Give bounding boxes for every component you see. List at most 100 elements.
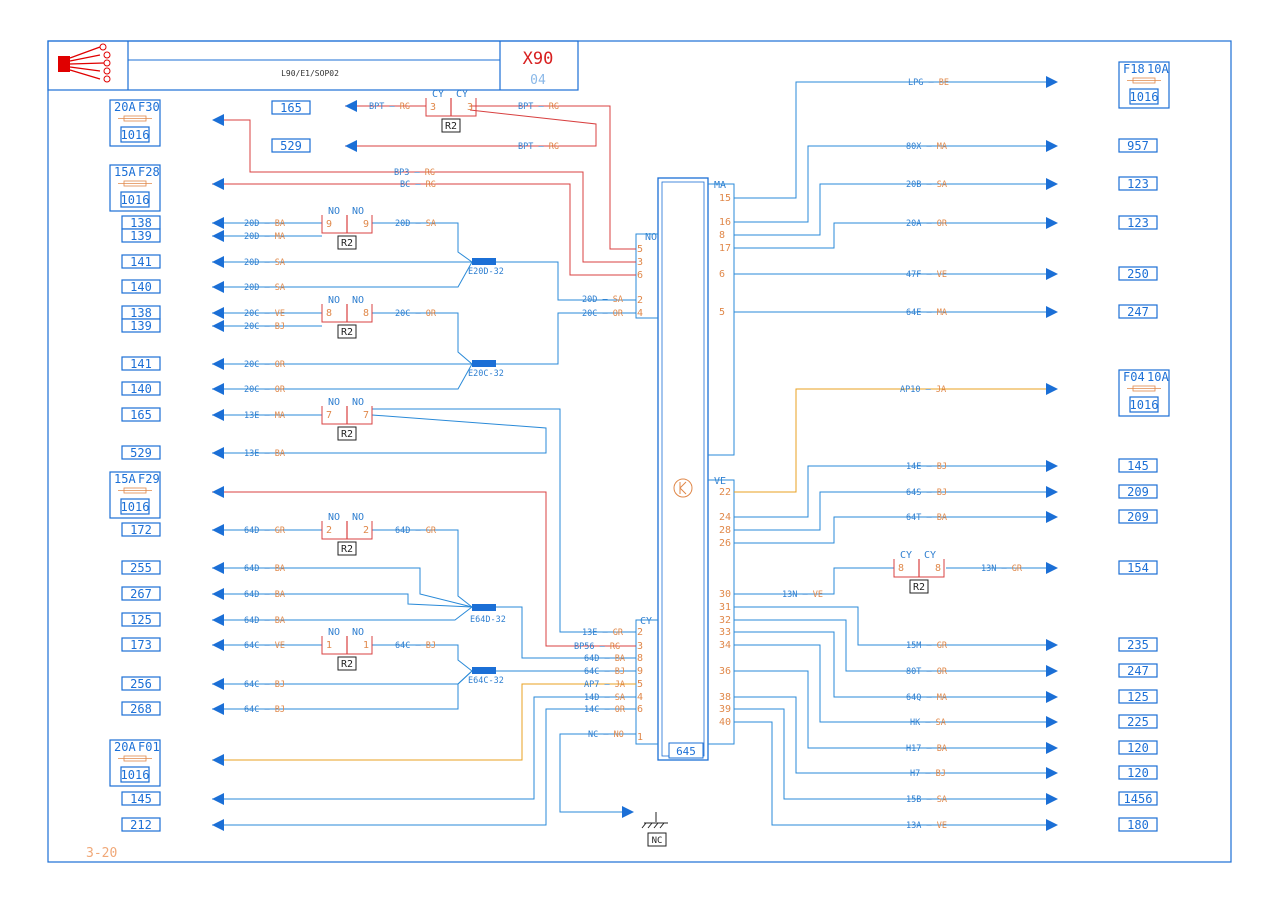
arrow-icon: [212, 281, 224, 293]
left-ref-box: 141: [121, 254, 161, 269]
arrow-icon: [1046, 76, 1058, 88]
wire-code: 64D: [244, 616, 259, 626]
ref-number: 172: [130, 523, 152, 537]
arrow-icon: [212, 320, 224, 332]
svg-text:13E — GR: 13E — GR: [582, 628, 624, 638]
wire-color: VE: [813, 590, 823, 600]
wire-label: 20C — OR: [395, 309, 437, 319]
group-ma-label: MA: [714, 180, 726, 191]
wire-label: 47F — VE: [906, 270, 947, 280]
wire-code: 20B: [906, 180, 921, 190]
pin-number: 15: [719, 193, 731, 204]
right-ref-box: 250: [1118, 266, 1158, 281]
wire-code: 14D: [584, 693, 599, 703]
splice-label: E20C-32: [468, 369, 504, 379]
wire-color: RG: [549, 102, 559, 112]
pin-number: 36: [719, 666, 731, 677]
wire-code: 13E: [582, 628, 597, 638]
wire-label: H17 — BA: [906, 744, 947, 754]
wire-label: H7 — BJ: [910, 769, 946, 779]
ref-number: 140: [130, 382, 152, 396]
wire-color: VE: [275, 641, 285, 651]
ref-number: 209: [1127, 485, 1149, 499]
pin-number: 17: [719, 243, 731, 254]
relay-pin: 2: [326, 525, 332, 536]
svg-text:20D — BA: 20D — BA: [244, 219, 285, 229]
arrow-icon: [1046, 819, 1058, 831]
pin-number: 24: [719, 512, 731, 523]
wire-label: 20C — OR: [244, 385, 286, 395]
svg-text:14C — OR: 14C — OR: [584, 705, 626, 715]
wire-label: BPT — RG: [518, 142, 559, 152]
splice-e20d: E20D-32: [468, 258, 504, 277]
arrow-icon: [1046, 716, 1058, 728]
fuse-rating: 20A: [114, 100, 136, 114]
ref-number: 255: [130, 561, 152, 575]
left-ref-box: 125: [121, 612, 161, 627]
svg-text:64T — BA: 64T — BA: [906, 513, 947, 523]
wire-label: 13E — MA: [244, 411, 285, 421]
relay-pin: 8: [326, 308, 332, 319]
arrow-icon: [1046, 562, 1058, 574]
arrow-icon: [212, 383, 224, 395]
wire-color: RG: [426, 180, 436, 190]
pin-number: 8: [719, 230, 725, 241]
pin-number: 4: [637, 308, 643, 319]
right-ref-box: 120: [1118, 740, 1158, 755]
wire-color: BE: [939, 78, 949, 88]
splice-e20c: E20C-32: [468, 360, 504, 379]
wire-code: 47F: [906, 270, 921, 280]
wire-label: 20D — MA: [244, 232, 285, 242]
wire-code: 14C: [584, 705, 599, 715]
wire-label: 64D — BA: [244, 590, 285, 600]
pin-number: 38: [719, 692, 731, 703]
svg-text:20D — MA: 20D — MA: [244, 232, 285, 242]
relay-pin: 3: [467, 102, 473, 113]
arrow-icon: [1046, 383, 1058, 395]
arrow-icon: [212, 639, 224, 651]
left-ref-box: 255: [121, 560, 161, 575]
svg-text:20C — OR: 20C — OR: [582, 309, 624, 319]
wire-color: OR: [426, 309, 437, 319]
wire-label: BP56 — RG: [574, 642, 620, 652]
wire-color: RG: [610, 642, 620, 652]
svg-text:20C — OR: 20C — OR: [244, 385, 286, 395]
arrow-icon: [1046, 793, 1058, 805]
wire-color: VE: [275, 309, 285, 319]
wire-color: SA: [937, 795, 947, 805]
fuse-id: F01: [138, 740, 160, 754]
left-ref-box: 212: [121, 817, 161, 832]
arrow-icon: [1046, 217, 1058, 229]
group-no-label: NO: [645, 232, 657, 243]
ref-number: 145: [130, 792, 152, 806]
svg-text:13E — BA: 13E — BA: [244, 449, 285, 459]
wire-code: 64T: [906, 513, 921, 523]
wire-label: 20D — SA: [582, 295, 623, 305]
right-ref-box: 180: [1118, 817, 1158, 832]
svg-text:20A — OR: 20A — OR: [906, 219, 948, 229]
ref-number: 529: [130, 446, 152, 460]
wire-label: 64T — BA: [906, 513, 947, 523]
svg-text:BPT — RG: BPT — RG: [518, 142, 559, 152]
pin-number: 2: [637, 295, 643, 306]
pin-number: 28: [719, 525, 731, 536]
wire-color: OR: [937, 667, 948, 677]
relay-label: R2: [341, 659, 353, 670]
wire-code: H7: [910, 769, 920, 779]
wire-label: AP7 — JA: [584, 680, 625, 690]
wire-color: BJ: [937, 488, 947, 498]
arrow-icon: [1046, 742, 1058, 754]
svg-text:15B — SA: 15B — SA: [906, 795, 947, 805]
right-ref-box: 247: [1118, 663, 1158, 678]
wire-label: 64C — BJ: [244, 680, 285, 690]
svg-text:BC — RG: BC — RG: [400, 180, 436, 190]
wire-label: 20C — VE: [244, 309, 285, 319]
wire-label: LPG — BE: [908, 78, 949, 88]
fuse-ref: 1016: [1130, 90, 1159, 104]
fuse-rating: F18: [1123, 62, 1145, 76]
